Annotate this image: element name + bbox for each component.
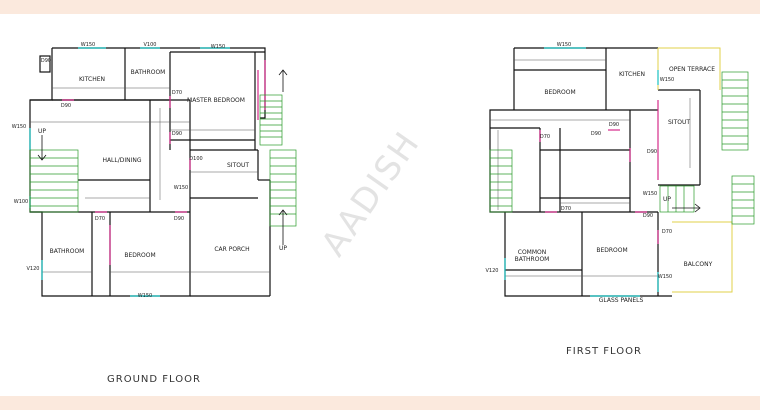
room-label-bathroom: BATHROOM: [50, 248, 85, 255]
window-label: V120: [486, 268, 499, 274]
ground-floor-staircase-left: [29, 149, 79, 213]
stair-up-label: UP: [38, 128, 46, 135]
window-label: W150: [643, 191, 658, 197]
room-label-bathroom: BATHROOM: [131, 69, 166, 76]
first-floor-yellow-outline: [657, 47, 733, 293]
drawing-area: [0, 14, 760, 396]
glass-panels-label: GLASS PANELS: [599, 297, 644, 304]
window-label: W150: [81, 42, 96, 48]
door-label: D90: [643, 213, 653, 219]
door-label: D90: [172, 131, 182, 137]
room-label-sitout: SITOUT: [227, 162, 249, 169]
room-label-sitout: SITOUT: [668, 119, 690, 126]
top-band: [0, 0, 760, 14]
window-label: W150: [557, 42, 572, 48]
window-label: W150: [12, 124, 27, 130]
room-label-car-porch: CAR PORCH: [214, 246, 249, 253]
first-floor-caption: FIRST FLOOR: [566, 346, 642, 357]
bottom-band: [0, 396, 760, 410]
first-floor-staircase: [489, 71, 755, 225]
door-label: D90: [61, 103, 71, 109]
window-label: W100: [14, 199, 29, 205]
room-label-common-bathroom: BATHROOM: [515, 256, 550, 263]
first-floor-dimension-lines: [490, 59, 691, 277]
stair-arrows: [37, 69, 288, 245]
room-label-bedroom: BEDROOM: [124, 252, 155, 259]
first-floor-openings: [504, 47, 659, 297]
stair-up-label: UP: [663, 196, 671, 203]
window-label: V100: [144, 42, 157, 48]
room-label-kitchen: KITCHEN: [619, 71, 645, 78]
window-label: W150: [658, 274, 673, 280]
watermark-text: AADISH: [314, 124, 429, 264]
window-label: V120: [27, 266, 40, 272]
window-label: W150: [660, 77, 675, 83]
ground-floor-dimension-lines: [30, 87, 270, 273]
room-label-open-terrace: OPEN TERRACE: [669, 66, 715, 73]
window-label: W150: [174, 185, 189, 191]
ground-floor-caption: GROUND FLOOR: [107, 374, 201, 385]
door-label: D100: [189, 156, 202, 162]
door-label: D90: [591, 131, 601, 137]
room-label-master-bedroom: MASTER BEDROOM: [187, 97, 245, 104]
window-label: W150: [211, 44, 226, 50]
first-floor-up-arrow: [672, 203, 701, 213]
door-label: D90: [41, 58, 51, 64]
room-label-hall-dining: HALL/DINING: [102, 157, 141, 164]
ground-floor-openings: [29, 47, 266, 297]
door-label: D70: [561, 206, 571, 212]
door-label: D70: [662, 229, 672, 235]
door-label: D70: [172, 90, 182, 96]
room-label-balcony: BALCONY: [684, 261, 713, 268]
door-label: D90: [647, 149, 657, 155]
door-label: D70: [540, 134, 550, 140]
door-label: D70: [95, 216, 105, 222]
door-label: D90: [609, 122, 619, 128]
room-label-common-bathroom: COMMON: [518, 249, 546, 256]
door-label: D90: [174, 216, 184, 222]
room-label-bedroom: BEDROOM: [544, 89, 575, 96]
room-label-bedroom: BEDROOM: [596, 247, 627, 254]
window-label: W150: [138, 293, 153, 299]
room-label-kitchen: KITCHEN: [79, 76, 105, 83]
stair-up-label: UP: [279, 245, 287, 252]
